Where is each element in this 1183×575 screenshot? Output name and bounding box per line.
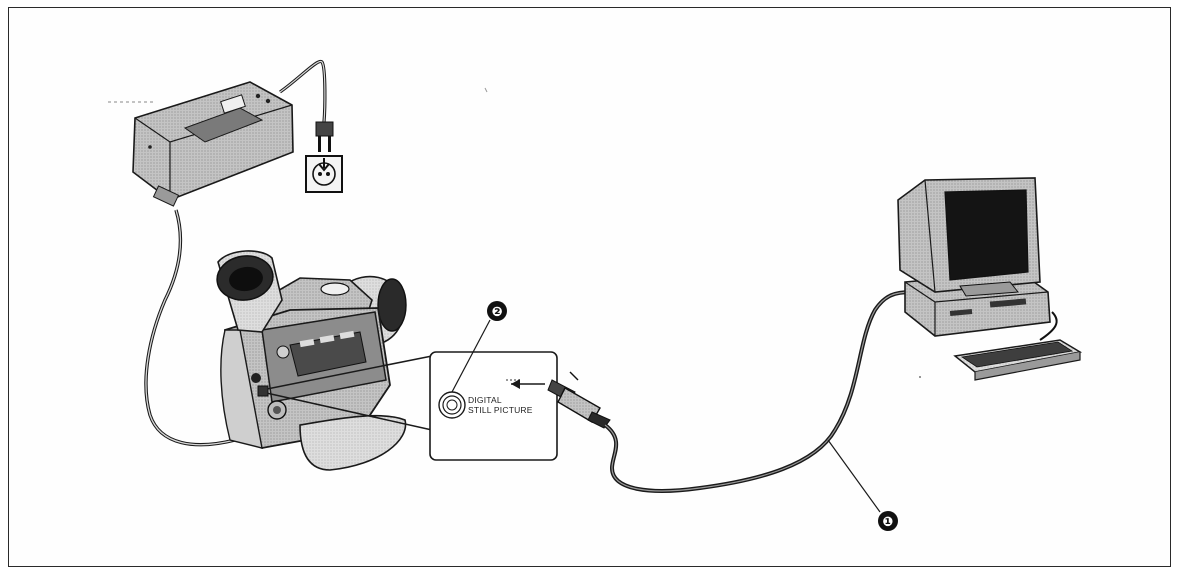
camcorder	[214, 251, 406, 470]
dc-cable	[146, 210, 235, 445]
personal-computer	[898, 178, 1080, 380]
callout-2-badge: ❷	[487, 301, 507, 321]
wall-plug	[316, 122, 333, 152]
connection-cable	[605, 292, 912, 491]
terminal-inset: DIGITAL STILL PICTURE	[430, 352, 557, 460]
callout-1-number: ❶	[882, 515, 893, 530]
terminal-label-line2: STILL PICTURE	[468, 405, 533, 415]
wall-socket	[306, 156, 342, 192]
ac-adaptor	[133, 82, 293, 206]
callout-2-number: ❷	[491, 305, 502, 320]
callout-1-badge: ❶	[878, 511, 898, 531]
cable-leader-line	[828, 440, 880, 512]
terminal-label-line1: DIGITAL	[468, 395, 502, 405]
